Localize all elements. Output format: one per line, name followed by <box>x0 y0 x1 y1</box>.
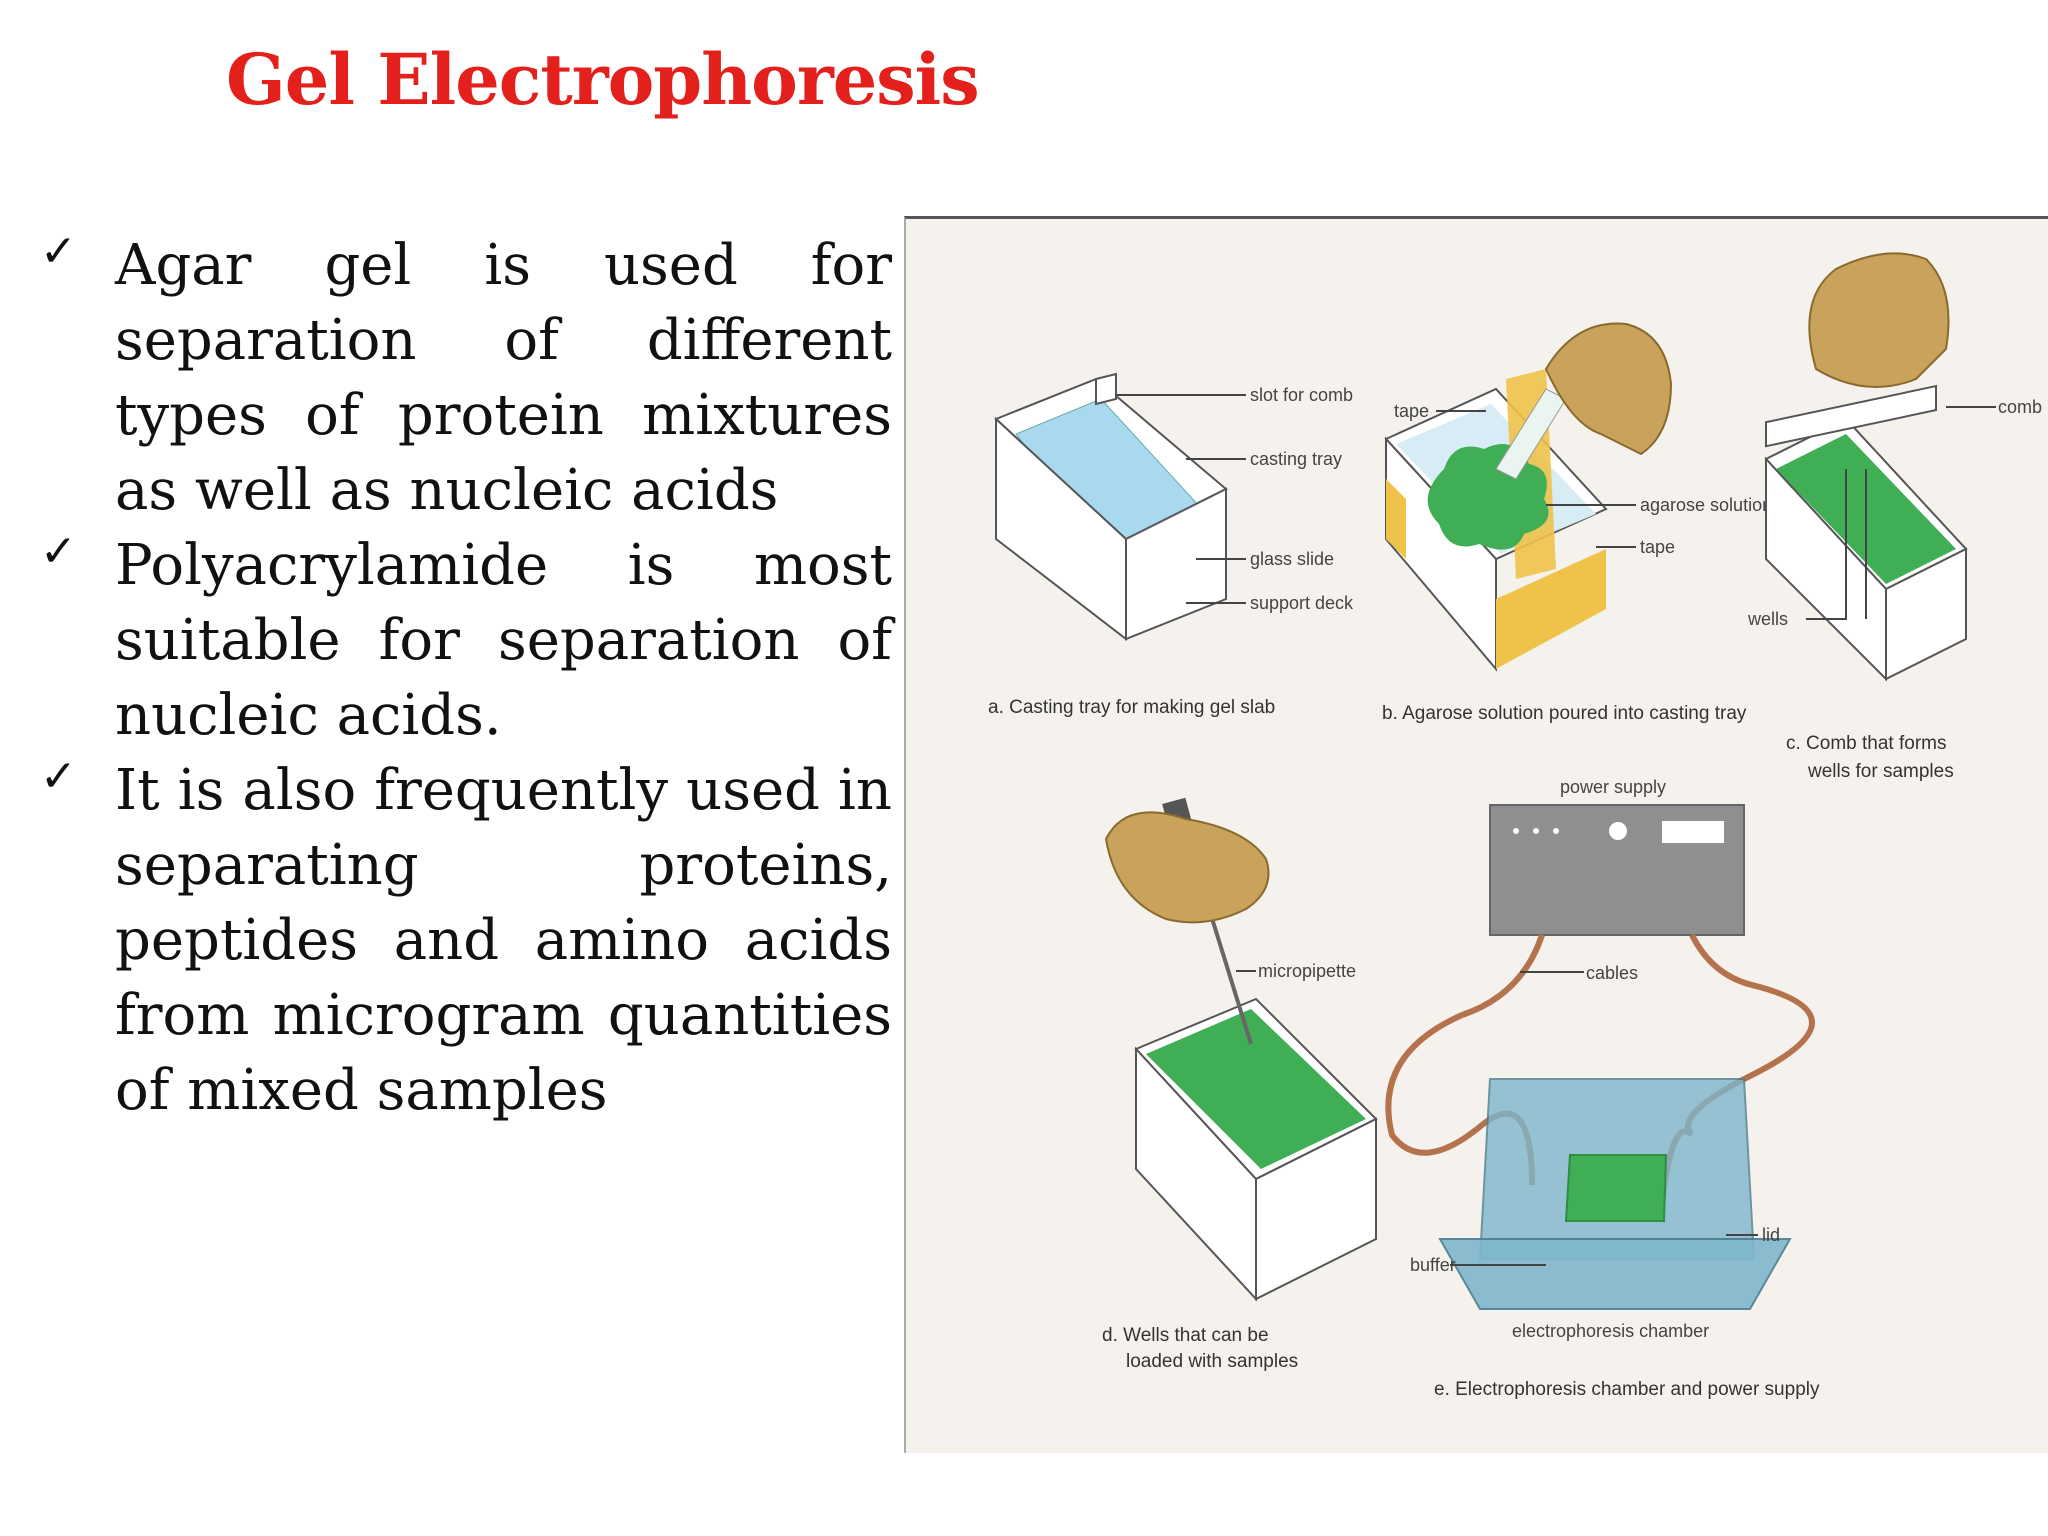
tray-d-side <box>1255 1117 1377 1301</box>
bullet-text: It is also frequently used in separating… <box>115 758 892 1123</box>
check-icon: ✓ <box>40 226 77 277</box>
bullet-text: Agar gel is used for separation of diffe… <box>115 233 892 523</box>
panel-e: power supply cables lid buffer electroph… <box>1385 777 1820 1400</box>
hand-b <box>1544 322 1673 456</box>
comb-slot <box>1095 372 1117 406</box>
panel-c: comb wells c. Comb that forms wells for … <box>1747 252 2042 782</box>
power-knob-icon <box>1609 822 1627 840</box>
label-cables: cables <box>1586 963 1638 983</box>
panel-b: tape agarose solution tape b. Agarose so… <box>1382 322 1772 724</box>
bullet-item: ✓ Polyacrylamide is most suitable for se… <box>40 528 892 753</box>
bullet-text: Polyacrylamide is most suitable for sepa… <box>115 533 892 748</box>
caption-b: b. Agarose solution poured into casting … <box>1382 703 1747 724</box>
label-comb: comb <box>1998 397 2042 417</box>
caption-e: e. Electrophoresis chamber and power sup… <box>1434 1379 1820 1400</box>
label-support-deck: support deck <box>1250 593 1354 613</box>
tray-side-wall <box>1125 487 1227 641</box>
hand-c <box>1808 252 1950 388</box>
tape-side <box>1496 549 1606 669</box>
indicator-light <box>1533 828 1539 834</box>
label-slot-for-comb: slot for comb <box>1250 385 1353 405</box>
caption-a: a. Casting tray for making gel slab <box>988 697 1275 718</box>
figure-illustration: slot for comb casting tray glass slide s… <box>988 252 2042 1400</box>
hand-d <box>1104 811 1270 924</box>
comb <box>1765 384 1937 448</box>
panel-d: micropipette d. Wells that can be loaded… <box>1102 797 1378 1372</box>
label-lid: lid <box>1762 1225 1780 1245</box>
micropipette-tip <box>1204 898 1253 1045</box>
caption-d-line2: loaded with samples <box>1126 1351 1298 1372</box>
bullet-list: ✓ Agar gel is used for separation of dif… <box>40 228 892 1128</box>
slide-title: Gel Electrophoresis <box>226 38 980 121</box>
label-power-supply: power supply <box>1560 777 1666 797</box>
buffer-tank <box>1438 1238 1792 1310</box>
bullet-item: ✓ Agar gel is used for separation of dif… <box>40 228 892 528</box>
gel-e <box>1564 1154 1668 1222</box>
label-electrophoresis-chamber: electrophoresis chamber <box>1512 1321 1709 1341</box>
power-display <box>1662 821 1724 843</box>
label-glass-slide: glass slide <box>1250 549 1334 569</box>
label-buffer: buffer <box>1410 1255 1456 1275</box>
caption-d-line1: d. Wells that can be <box>1102 1325 1269 1346</box>
label-agarose-solution: agarose solution <box>1640 495 1772 515</box>
label-tape-side: tape <box>1640 537 1675 557</box>
caption-c-line1: c. Comb that forms <box>1786 733 1947 754</box>
label-tape-top: tape <box>1394 401 1429 421</box>
gel-d <box>1146 1009 1366 1169</box>
electrophoresis-figure: slot for comb casting tray glass slide s… <box>904 216 2048 1453</box>
indicator-light <box>1553 828 1559 834</box>
tape-left <box>1386 479 1406 559</box>
tray-c-side <box>1885 547 1967 681</box>
leader-line <box>1806 469 1847 620</box>
caption-c-line2: wells for samples <box>1807 761 1954 782</box>
check-icon: ✓ <box>40 526 77 577</box>
label-micropipette: micropipette <box>1258 961 1356 981</box>
label-wells: wells <box>1747 609 1788 629</box>
bullet-item: ✓ It is also frequently used in separati… <box>40 753 892 1128</box>
check-icon: ✓ <box>40 751 77 802</box>
label-casting-tray: casting tray <box>1250 449 1342 469</box>
panel-a: slot for comb casting tray glass slide s… <box>988 372 1354 718</box>
indicator-light <box>1513 828 1519 834</box>
